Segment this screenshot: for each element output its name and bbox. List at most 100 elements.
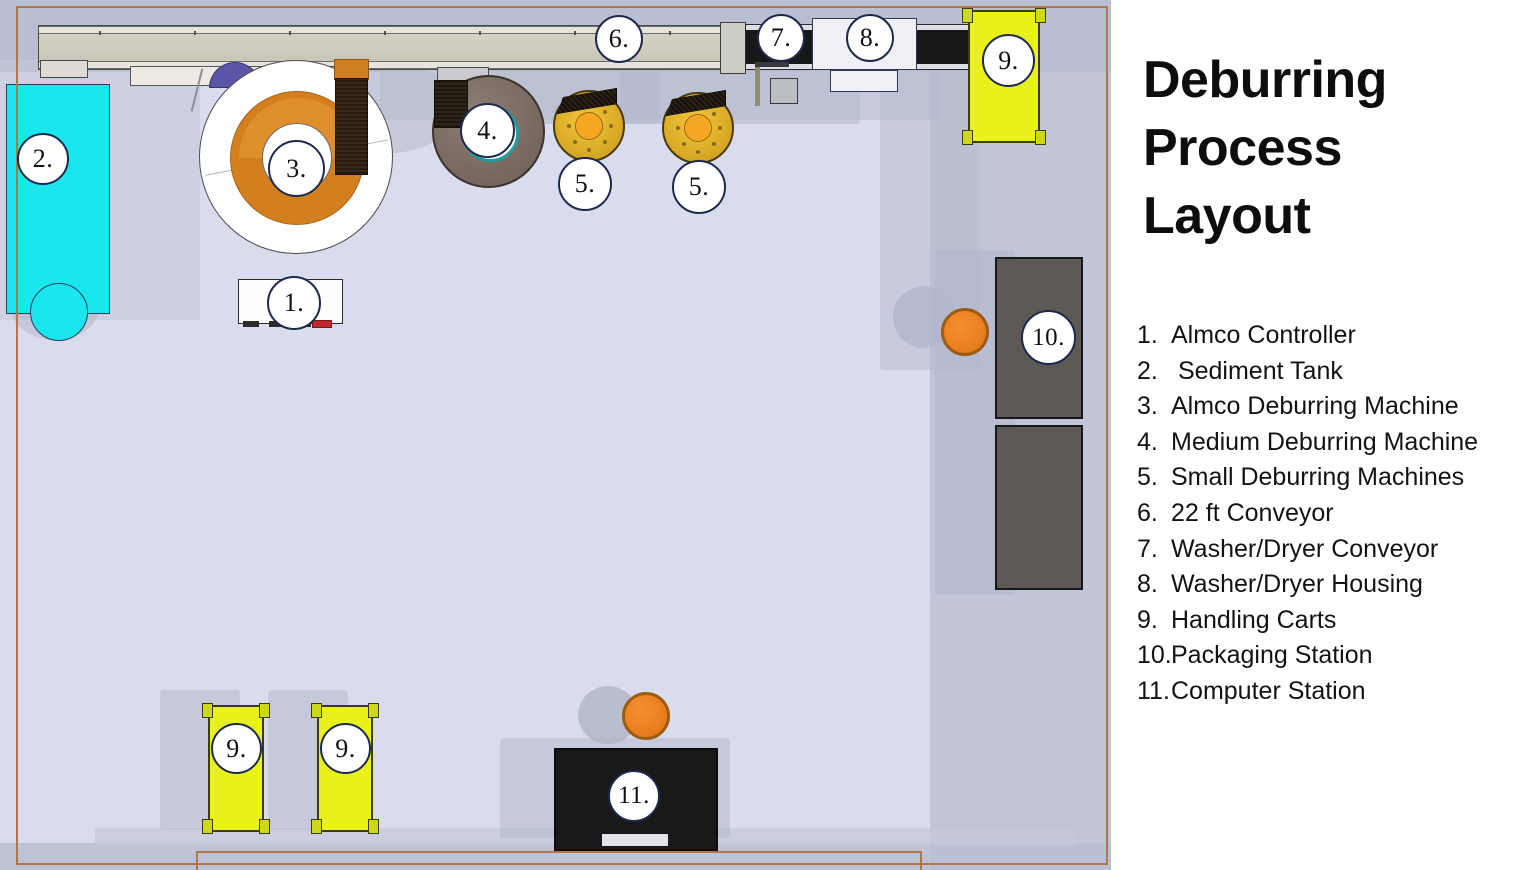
callout-label: 1. [283,288,305,317]
washer-dryer-pump-leg [755,62,760,106]
legend-item-8: 8. Washer/Dryer Housing [1125,567,1513,603]
washer-dryer-pump-arm [755,62,789,67]
title-line-2: Process [1143,119,1342,177]
callout-label: 4. [477,115,498,145]
callout-label: 7. [770,23,792,52]
conveyor-tick [669,31,671,35]
legend-item-label: Small Deburring Machines [1171,463,1465,492]
conveyor-rail-top [39,26,742,34]
callout-5-left[interactable]: 5. [558,157,612,211]
packaging-table-lower[interactable] [995,425,1083,590]
legend-item-label: Almco Controller [1171,321,1356,349]
legend-item-label: 22 ft Conveyor [1171,498,1334,527]
cart-post [368,703,379,718]
small-machine-hub [684,114,712,142]
callout-label: 9. [335,733,356,763]
cart-post [1035,8,1046,23]
almco-discharge-chute [335,78,368,175]
callout-1[interactable]: 1. [267,276,321,330]
callout-9-top-right[interactable]: 9. [982,34,1035,87]
legend-item-label: Handling Carts [1171,605,1337,634]
cart-post [962,8,973,23]
title-line-3: Layout [1143,187,1311,245]
legend-item-7: 7. Washer/Dryer Conveyor [1125,532,1513,568]
small-machine-bolt [587,148,591,152]
legend-item-number: 5. [1137,463,1158,492]
legend-item-6: 6. 22 ft Conveyor [1125,496,1513,532]
legend-item-number: 2. [1137,356,1158,385]
sediment-tank[interactable] [6,84,110,314]
callout-5-right[interactable]: 5. [672,160,726,214]
legend-item-label: Washer/Dryer Housing [1171,570,1423,599]
legend-item-11: 11. Computer Station [1125,674,1513,710]
legend-item-5: 5. Small Deburring Machines [1125,460,1513,496]
cart-post [1035,130,1046,145]
callout-8[interactable]: 8. [846,14,894,62]
sediment-tank-drum [30,283,88,341]
cart-post [259,703,270,718]
small-deburring-machine-left[interactable] [553,88,625,162]
small-machine-bolt [573,140,577,144]
small-machine-bolt [676,126,680,130]
legend-item-number: 6. [1137,498,1158,527]
callout-10[interactable]: 10. [1021,310,1076,365]
callout-9-bottom-middle[interactable]: 9. [320,723,371,774]
conveyor-tick [479,31,481,35]
callout-6[interactable]: 6. [595,15,643,63]
legend-item-label: Medium Deburring Machine [1171,427,1479,456]
legend-item-label: Almco Deburring Machine [1171,392,1459,421]
small-deburring-machine-right[interactable] [662,90,734,164]
cart-post [368,819,379,834]
callout-4[interactable]: 4. [460,103,515,158]
callout-label: 5. [574,169,596,198]
callout-label: 8. [859,23,881,52]
legend-item-number: 11. [1137,676,1170,705]
small-machine-bolt [712,142,716,146]
legend-item-number: 4. [1137,427,1158,456]
shadow-small-machines [620,64,860,124]
cart-post [259,819,270,834]
conveyor-tick [384,31,386,35]
title-line-1: Deburring [1143,51,1387,109]
legend-panel: Deburring Process Layout 1. Almco Contro… [1111,0,1513,870]
controller-power-indicator [312,320,332,328]
small-machine-bolt [609,124,613,128]
callout-label: 2. [32,144,54,173]
callout-label: 11. [618,782,650,809]
cart-post [202,819,213,834]
conveyor-end-cap [720,22,746,74]
conveyor-tick [574,31,576,35]
legend-list: 1. Almco Controller 2. Sediment Tank 3. … [1125,318,1513,710]
small-machine-bolt [603,110,607,114]
controller-foot [243,321,259,327]
callout-3[interactable]: 3. [268,140,325,197]
callout-label: 10. [1032,323,1065,351]
callout-label: 3. [286,153,307,183]
callout-9-bottom-left[interactable]: 9. [211,723,262,774]
legend-item-number: 9. [1137,605,1158,634]
callout-label: 5. [688,172,710,201]
callout-11[interactable]: 11. [608,770,660,822]
washer-dryer-pump [770,78,798,104]
computer-station-stool[interactable] [622,692,670,740]
callout-2[interactable]: 2. [17,133,69,185]
legend-item-number: 1. [1137,321,1158,349]
page-title: Deburring Process Layout [1143,46,1503,250]
packaging-stool[interactable] [941,308,989,356]
legend-item-label: Washer/Dryer Conveyor [1171,534,1439,563]
conveyor-tick [289,31,291,35]
conveyor-leg-left [40,60,88,78]
callout-label: 9. [998,45,1019,75]
conveyor-tick [194,31,196,35]
cart-post [311,703,322,718]
small-machine-bolt [567,124,571,128]
legend-item-number: 3. [1137,392,1158,421]
small-machine-bolt [696,150,700,154]
legend-item-number: 8. [1137,570,1158,599]
small-machine-bolt [712,112,716,116]
legend-item-label: Packaging Station [1171,641,1373,670]
legend-item-2: 2. Sediment Tank [1125,354,1513,390]
legend-item-10: 10. Packaging Station [1125,638,1513,674]
callout-7[interactable]: 7. [757,14,805,62]
